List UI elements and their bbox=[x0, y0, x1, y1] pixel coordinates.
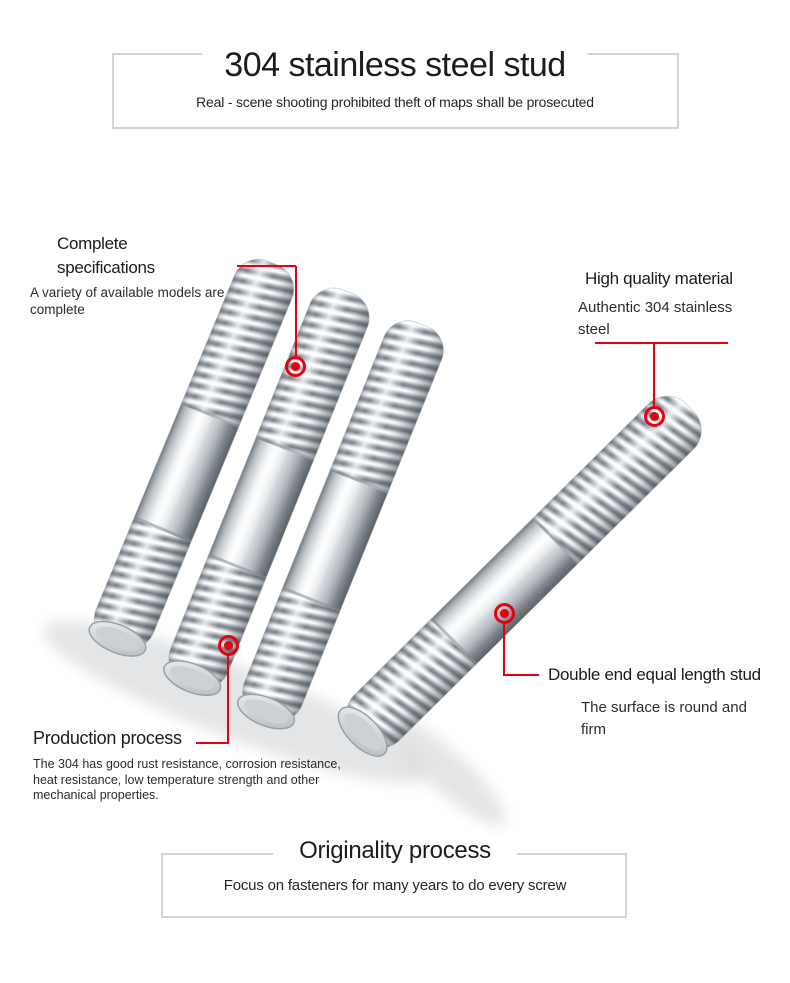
marker-dot bbox=[291, 362, 300, 371]
callout-complete-specs-body: A variety of available models are comple… bbox=[30, 285, 225, 317]
callout-high-quality-body: Authentic 304 stainless steel bbox=[578, 299, 733, 338]
stud-2 bbox=[161, 280, 377, 696]
marker-dot bbox=[500, 609, 509, 618]
connector-double-end-v bbox=[503, 623, 505, 676]
page-title: 304 stainless steel stud bbox=[202, 44, 588, 86]
stud-shadow bbox=[43, 621, 427, 783]
stud-3 bbox=[234, 312, 452, 730]
stud-1 bbox=[86, 251, 302, 657]
marker-dot bbox=[650, 412, 659, 421]
stud-4 bbox=[335, 385, 713, 759]
connector-production-v bbox=[227, 654, 229, 744]
callout-complete-specs-title: Complete specifications bbox=[57, 234, 155, 277]
marker-complete-specs bbox=[285, 356, 306, 377]
marker-production bbox=[218, 635, 239, 656]
footer-subtitle: Focus on fasteners for many years to do … bbox=[223, 877, 567, 894]
header-subtitle: Real - scene shooting prohibited theft o… bbox=[196, 94, 594, 110]
connector-production-h bbox=[196, 742, 229, 744]
marker-dot bbox=[224, 641, 233, 650]
connector-complete-specs-h bbox=[237, 265, 296, 267]
marker-double-end bbox=[494, 603, 515, 624]
connector-high-quality-v bbox=[653, 343, 655, 408]
callout-double-end-body: The surface is round and firm bbox=[581, 699, 747, 738]
stud-shadow bbox=[384, 714, 506, 826]
callout-double-end-title: Double end equal length stud bbox=[548, 665, 761, 684]
footer-title: Originality process bbox=[273, 835, 517, 866]
connector-high-quality-h bbox=[595, 342, 728, 344]
callout-production-title: Production process bbox=[33, 728, 182, 748]
connector-double-end-h bbox=[503, 674, 539, 676]
callout-high-quality-title: High quality material bbox=[585, 269, 733, 288]
marker-high-quality bbox=[644, 406, 665, 427]
connector-complete-specs-v bbox=[295, 266, 297, 358]
callout-production-body: The 304 has good rust resistance, corros… bbox=[33, 757, 341, 802]
